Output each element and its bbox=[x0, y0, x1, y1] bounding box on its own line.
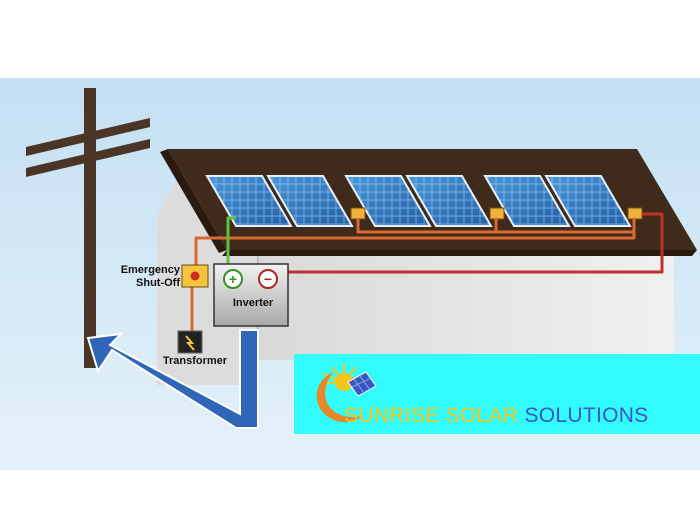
svg-text:−: − bbox=[264, 271, 272, 287]
utility-pole bbox=[26, 88, 150, 368]
transformer-unit bbox=[177, 330, 203, 354]
junction-box bbox=[489, 207, 505, 220]
wire-red bbox=[280, 212, 664, 274]
inverter-negative-terminal bbox=[258, 269, 278, 289]
wiring bbox=[190, 212, 664, 332]
junction-box bbox=[627, 207, 643, 220]
company-logo-banner: SUNRISE SOLAR SOLUTIONS bbox=[294, 354, 700, 434]
solar-panel bbox=[205, 175, 293, 227]
emergency-label-line2: Shut-Off bbox=[136, 277, 180, 289]
wire-green bbox=[226, 216, 236, 268]
solar-panel bbox=[405, 175, 493, 227]
company-name: SUNRISE SOLAR SOLUTIONS bbox=[344, 404, 649, 428]
transformer-label: Transformer bbox=[162, 355, 228, 367]
junction-box bbox=[350, 207, 366, 220]
emergency-shutoff-switch bbox=[181, 264, 209, 288]
emergency-label-line1: Emergency bbox=[120, 264, 180, 276]
inverter-unit: + − bbox=[213, 263, 289, 327]
solar-panel bbox=[544, 175, 632, 227]
svg-text:+: + bbox=[229, 271, 237, 287]
logo-word-sunrise: SUNRISE bbox=[344, 404, 440, 427]
power-flow-arrow bbox=[86, 329, 259, 429]
logo-word-solar: SOLAR bbox=[445, 404, 519, 427]
roof-edge bbox=[160, 149, 227, 253]
solar-panel-array bbox=[205, 175, 632, 227]
sun-panel-logo-icon bbox=[316, 364, 377, 423]
emergency-shutoff-label: Emergency Shut-Off bbox=[82, 264, 180, 290]
inverter-positive-terminal bbox=[223, 269, 243, 289]
inverter-label: Inverter bbox=[232, 297, 274, 309]
solar-panel bbox=[266, 175, 354, 227]
logo-word-solutions: SOLUTIONS bbox=[524, 404, 649, 427]
wire-orange bbox=[194, 217, 636, 270]
